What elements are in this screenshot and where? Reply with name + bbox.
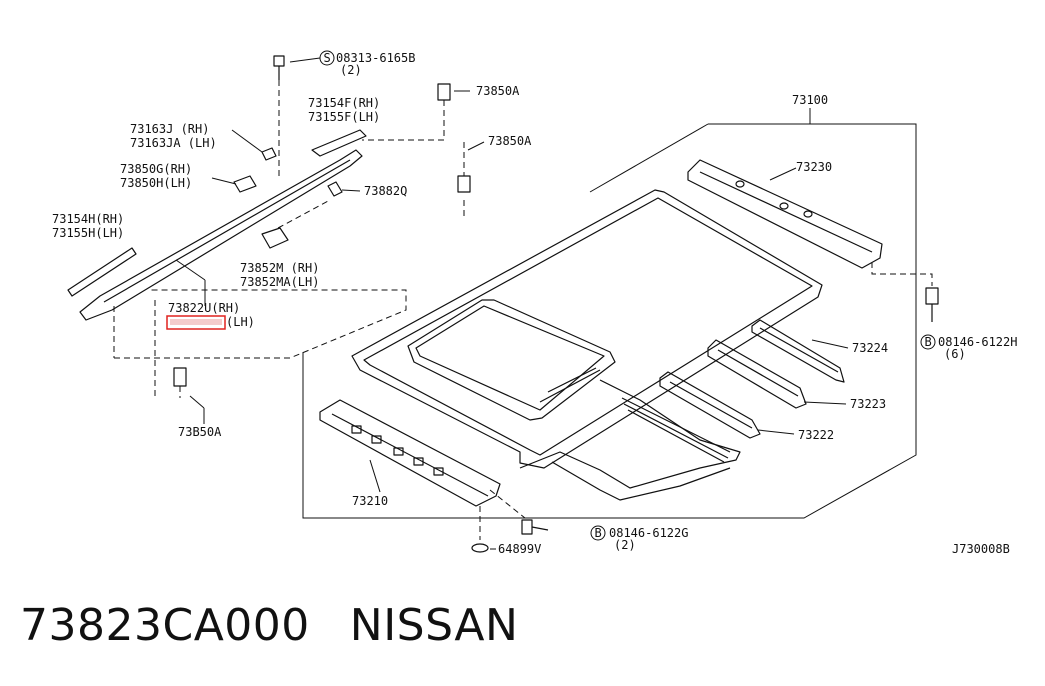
clip-73850A-b (457, 142, 471, 216)
svg-text:S: S (324, 51, 331, 65)
label-plug-64899V: 64899V (498, 542, 541, 556)
symbol-S-top: S (319, 50, 335, 66)
part-number: 73823CA000 (20, 600, 310, 651)
side-cover-73154F (311, 129, 367, 157)
label-bracket-73163J: 73163J (RH) (130, 122, 209, 136)
cross-rail-73222 (659, 371, 761, 439)
label-cover-73154F: 73154F(RH) (308, 96, 380, 110)
clip-73850A-c (173, 367, 187, 398)
cross-rail-73223 (707, 339, 807, 409)
label-rail-73223: 73223 (850, 397, 886, 411)
label-clip-73852M: 73852M (RH) (240, 261, 319, 275)
clip-73850A-a (362, 83, 451, 141)
label-roof-73100: 73100 (792, 93, 828, 107)
label-clip-73850A-c: 73B50A (178, 425, 222, 439)
label-bracket-73163JA: 73163JA (LH) (130, 136, 217, 150)
label-bracket-73850H: 73850H(LH) (120, 176, 192, 190)
label-rail-73230: 73230 (796, 160, 832, 174)
bolt-top (273, 55, 285, 180)
label-bolt-top: 08313-6165B (336, 51, 415, 65)
bracket-73850G (233, 175, 257, 193)
svg-text:B: B (925, 335, 932, 349)
label-clip-73850A-b: 73850A (488, 134, 532, 148)
roof-panel-frame (302, 108, 917, 519)
leader-lines (175, 57, 849, 493)
label-cover-73155H: 73155H(LH) (52, 226, 124, 240)
label-bolt-top-qty: (2) (340, 63, 362, 77)
label-bolt-right: 08146-6122H (938, 335, 1017, 349)
label-rail-73222: 73222 (798, 428, 834, 442)
brand-name: NISSAN (349, 600, 519, 651)
label-rail-73823U-suffix: (LH) (226, 315, 255, 329)
label-bracket-73850G: 73850G(RH) (120, 162, 192, 176)
label-clip-73852MA: 73852MA(LH) (240, 275, 319, 289)
clip-73852M (261, 199, 331, 249)
label-bolt-right-qty: (6) (944, 347, 966, 361)
side-roof-rail (79, 149, 407, 398)
svg-text:B: B (595, 526, 602, 540)
label-cover-73154H: 73154H(RH) (52, 212, 124, 226)
label-cover-73155F: 73155F(LH) (308, 110, 380, 124)
rear-roof-rail (687, 159, 933, 286)
label-clip-73850A-a: 73850A (476, 84, 520, 98)
sunroof-frame-rails (539, 367, 731, 463)
part-caption: 73823CA000 NISSAN (20, 600, 518, 651)
side-cover-73154H (67, 247, 137, 297)
label-rail-73822U: 73822U(RH) (168, 301, 240, 315)
clip-73882Q (327, 181, 343, 197)
cross-rail-73224 (751, 319, 845, 383)
label-bolt-bottom-qty: (2) (614, 538, 636, 552)
label-rail-73224: 73224 (852, 341, 888, 355)
front-roof-rail (319, 399, 526, 540)
bolt-right (925, 287, 939, 322)
bracket-73163J (261, 147, 277, 161)
bolt-bottom (521, 519, 549, 535)
diagram-code: J730008B (952, 542, 1010, 556)
symbol-B-bottom: B (590, 525, 606, 541)
plug-64899V (471, 543, 489, 553)
label-rail-73210: 73210 (352, 494, 388, 508)
symbol-B-right: B (920, 334, 936, 350)
roof-panel (351, 189, 823, 501)
label-rail-73823U-highlighted (166, 315, 226, 330)
label-clip-73882Q: 73882Q (364, 184, 407, 198)
label-bolt-bottom: 08146-6122G (609, 526, 688, 540)
